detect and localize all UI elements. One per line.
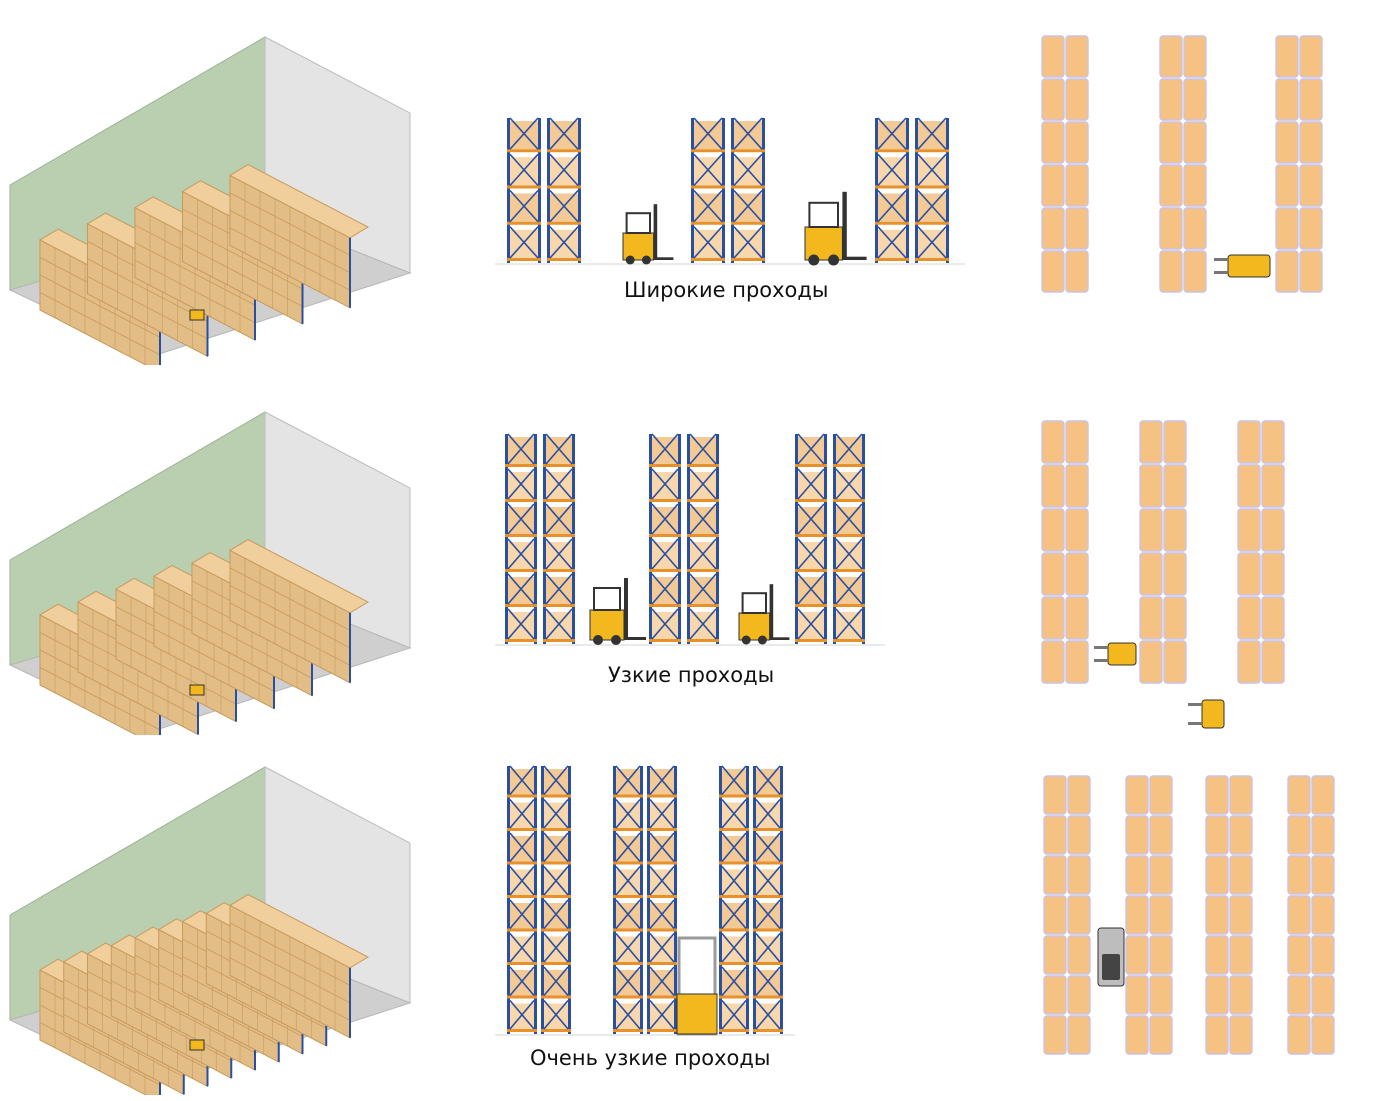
rack-rows — [38, 539, 370, 735]
rack-row — [228, 894, 370, 1039]
forklift-icon — [189, 1039, 205, 1051]
turret-truck-icon — [676, 936, 718, 1036]
rack-frame — [915, 117, 949, 263]
rack-rows — [38, 164, 370, 365]
pallet-column — [1287, 775, 1311, 1055]
rack-frame — [541, 765, 571, 1034]
rack-rows — [38, 894, 370, 1095]
rack-frame — [547, 117, 581, 263]
pallet-column — [1163, 420, 1187, 684]
rack-frame — [505, 433, 537, 644]
iso-warehouse-narrow — [0, 390, 430, 735]
pallet-column — [1159, 35, 1183, 293]
pallet-column — [1237, 420, 1261, 684]
pallet-column — [1067, 775, 1091, 1055]
rack-frame — [719, 765, 749, 1034]
plan-view-wide — [1030, 30, 1350, 310]
pallet-column — [1043, 775, 1067, 1055]
plan-view-narrow — [1030, 415, 1350, 735]
rack-frame — [649, 433, 681, 644]
front-view-wide — [495, 110, 965, 270]
counterbalance-forklift-icon — [622, 204, 674, 265]
plan-reach-truck-icon — [1094, 642, 1137, 666]
pallet-column — [1065, 35, 1089, 293]
pallet-column — [1299, 35, 1323, 293]
iso-warehouse-very-narrow — [0, 745, 430, 1095]
plan-view-very-narrow — [1030, 770, 1360, 1070]
rack-frame — [833, 433, 865, 644]
reach-truck-icon — [738, 584, 790, 645]
pallet-column — [1311, 775, 1335, 1055]
forklift-icon — [189, 309, 205, 321]
pallet-column — [1041, 35, 1065, 293]
pallet-column — [1065, 420, 1089, 684]
plan-turret-truck-icon — [1097, 927, 1125, 987]
rack-row — [228, 164, 370, 309]
rack-frame — [795, 433, 827, 644]
rack-frame — [731, 117, 765, 263]
pallet-column — [1139, 420, 1163, 684]
pallet-column — [1149, 775, 1173, 1055]
pallet-column — [1229, 775, 1253, 1055]
rack-frame — [507, 765, 537, 1034]
rack-frame — [687, 433, 719, 644]
front-view-very-narrow — [495, 762, 795, 1042]
pallet-column — [1183, 35, 1207, 293]
caption-narrow-aisles: Узкие проходы — [608, 663, 775, 687]
iso-warehouse-wide — [0, 15, 430, 365]
caption-very-narrow-aisles: Очень узкие проходы — [530, 1046, 771, 1070]
front-view-narrow — [495, 428, 885, 653]
counterbalance-forklift-icon — [804, 191, 867, 266]
rack-frame — [647, 765, 677, 1034]
pallet-column — [1125, 775, 1149, 1055]
rack-frame — [543, 433, 575, 644]
rack-row — [228, 539, 370, 684]
rack-frame — [691, 117, 725, 263]
rack-frame — [875, 117, 909, 263]
rack-frame — [507, 117, 541, 263]
reach-truck-icon — [589, 578, 646, 645]
plan-forklift-icon — [1214, 254, 1271, 278]
caption-wide-aisles: Широкие проходы — [624, 278, 829, 302]
pallet-column — [1205, 775, 1229, 1055]
pallet-column — [1275, 35, 1299, 293]
rack-frame — [753, 765, 783, 1034]
plan-reach-truck-icon — [1188, 699, 1225, 729]
pallet-column — [1041, 420, 1065, 684]
forklift-icon — [189, 684, 205, 696]
pallet-column — [1261, 420, 1285, 684]
rack-frame — [613, 765, 643, 1034]
